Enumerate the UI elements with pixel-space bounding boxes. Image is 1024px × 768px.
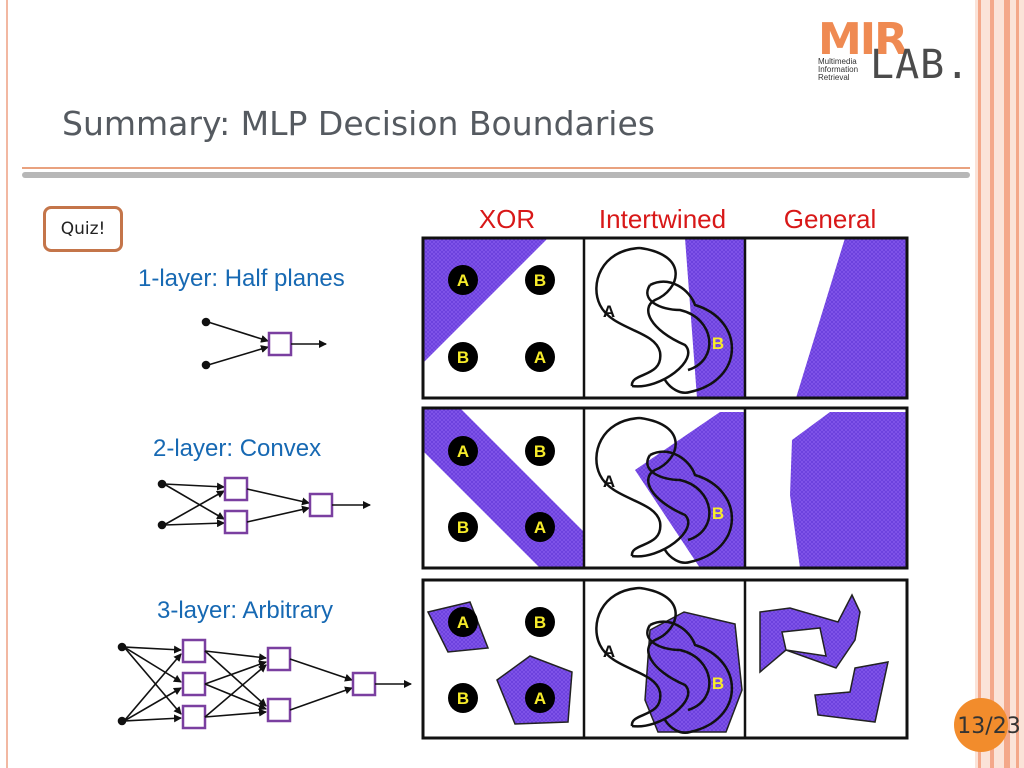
xor-marker-b — [525, 607, 555, 637]
general-region-1-layer — [796, 238, 906, 398]
title-rule-shadow — [22, 172, 970, 178]
output-unit — [267, 331, 293, 357]
output-unit — [308, 492, 334, 518]
xor-marker-a — [525, 342, 555, 372]
slide-frame-left — [6, 0, 8, 768]
marker-label-a: A — [457, 442, 469, 461]
network-1-layer — [201, 317, 327, 370]
intertwined-labels: A B A B A B — [603, 302, 724, 693]
intertwined-region-1-layer — [685, 238, 745, 398]
intertwined-class-a-outlines-row2 — [595, 416, 690, 558]
hidden-unit — [223, 476, 249, 502]
xor-marker-b — [448, 683, 478, 713]
xor-marker-a — [525, 683, 555, 713]
row-label-2-layer: 2-layer: Convex — [153, 435, 322, 462]
network-3-layer — [117, 638, 412, 730]
row-label-3-layer: 3-layer: Arbitrary — [157, 597, 334, 624]
quiz-button[interactable]: Quiz! — [43, 206, 123, 252]
xor-marker-a — [448, 607, 478, 637]
xor-marker-b — [448, 512, 478, 542]
row-3-panels — [421, 578, 909, 740]
intertwined-region-3-layer — [644, 611, 743, 733]
intertwined-region-2-layer — [635, 412, 745, 568]
xor-region-1-layer — [423, 238, 548, 363]
marker-label-a: A — [534, 689, 546, 708]
marker-label-b: B — [457, 689, 469, 708]
intertwined-label-b: B — [712, 674, 724, 693]
hidden-unit — [181, 638, 207, 664]
title-rule — [22, 167, 970, 169]
intertwined-label-a: A — [603, 302, 615, 321]
row-2-panels — [421, 406, 909, 570]
xor-markers — [448, 265, 555, 713]
hidden-unit — [266, 697, 292, 723]
hidden-unit — [181, 704, 207, 730]
marker-label-a: A — [534, 518, 546, 537]
slide-frame-right — [975, 0, 1024, 768]
general-region-2-layer — [790, 412, 906, 568]
frame-stripe — [978, 0, 981, 768]
hidden-unit — [223, 509, 249, 535]
intertwined-label-b: B — [712, 504, 724, 523]
marker-label-a: A — [534, 348, 546, 367]
xor-marker-labels: A B B A A B B A A B B A — [457, 271, 546, 708]
marker-label-b: B — [457, 348, 469, 367]
xor-marker-b — [525, 436, 555, 466]
xor-region-2-layer — [423, 408, 584, 568]
column-header-intertwined: Intertwined — [598, 204, 727, 234]
page-number: 13/23 — [957, 713, 1021, 739]
hidden-unit — [181, 671, 207, 697]
intertwined-label-a: A — [603, 472, 615, 491]
intertwined-label-b: B — [712, 334, 724, 353]
marker-label-b: B — [534, 613, 546, 632]
intertwined-class-b-outlines-row3 — [646, 620, 734, 734]
row-label-1-layer: 1-layer: Half planes — [138, 265, 345, 292]
intertwined-class-a-outlines-row3 — [595, 586, 690, 728]
general-region-a-3-layer — [759, 593, 861, 674]
intertwined-class-b-outlines — [646, 280, 734, 394]
frame-stripe — [990, 0, 994, 768]
intertwined-class-a-outlines — [595, 246, 690, 388]
network-2-layer — [157, 476, 371, 535]
frame-stripe — [1016, 0, 1019, 768]
row-1-panels — [421, 236, 909, 400]
marker-label-b: B — [534, 271, 546, 290]
marker-label-a: A — [457, 613, 469, 632]
intertwined-label-a: A — [603, 642, 615, 661]
column-header-xor: XOR — [478, 204, 536, 234]
logo-mark: MIR — [818, 14, 908, 65]
xor-marker-b — [448, 342, 478, 372]
output-unit — [351, 671, 377, 697]
column-header-general: General — [783, 204, 877, 234]
xor-marker-a — [448, 265, 478, 295]
general-region-b-3-layer — [814, 661, 889, 723]
xor-marker-a — [525, 512, 555, 542]
intertwined-class-b-outlines-row2 — [646, 450, 734, 564]
marker-label-b: B — [534, 442, 546, 461]
mirlab-logo: MIR Multimedia Information Retrieval LAB… — [818, 12, 971, 88]
xor-marker-b — [525, 265, 555, 295]
slide-title: Summary: MLP Decision Boundaries — [62, 104, 655, 143]
hidden-unit — [266, 646, 292, 672]
page-number-badge — [954, 698, 1008, 752]
frame-stripe — [1004, 0, 1010, 768]
logo-lab: LAB. — [870, 42, 971, 88]
logo-subtitle: Multimedia Information Retrieval — [818, 57, 859, 82]
marker-label-a: A — [457, 271, 469, 290]
marker-label-b: B — [457, 518, 469, 537]
xor-marker-a — [448, 436, 478, 466]
